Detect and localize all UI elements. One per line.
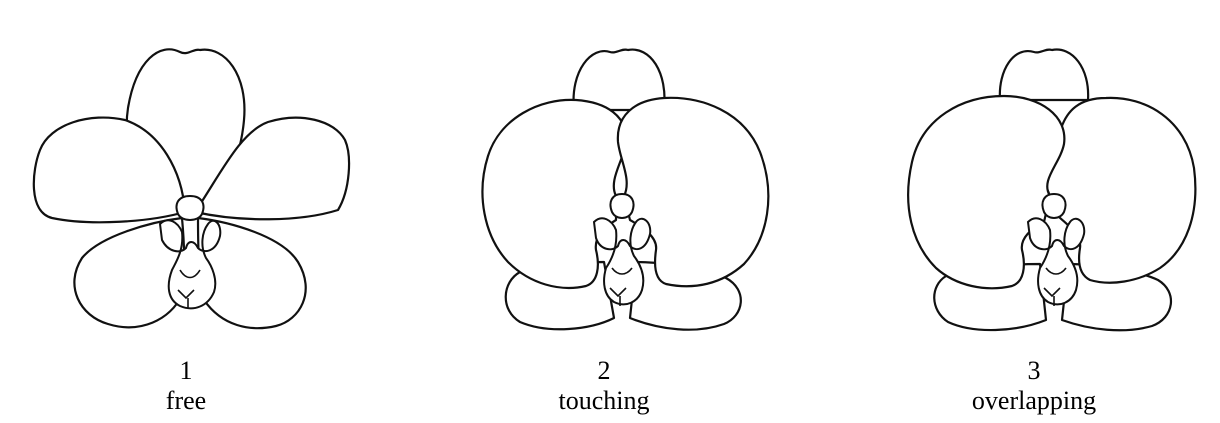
dorsal-sepal — [1000, 50, 1088, 100]
caption-touching: 2 touching — [484, 356, 724, 416]
caption-overlapping: 3 overlapping — [914, 356, 1154, 416]
figure-label: touching — [484, 386, 724, 416]
right-petal — [618, 98, 768, 286]
figure-label: overlapping — [914, 386, 1154, 416]
left-petal — [482, 100, 626, 288]
left-petal — [908, 96, 1064, 288]
figure-number: 2 — [484, 356, 724, 386]
column — [1042, 194, 1065, 218]
flower-overlapping — [908, 50, 1195, 331]
flower-free — [34, 49, 349, 328]
flower-touching — [482, 50, 768, 330]
figure-label: free — [66, 386, 306, 416]
caption-free: 1 free — [66, 356, 306, 416]
column — [610, 194, 633, 218]
figure-number: 1 — [66, 356, 306, 386]
figure-number: 3 — [914, 356, 1154, 386]
column — [177, 196, 204, 220]
